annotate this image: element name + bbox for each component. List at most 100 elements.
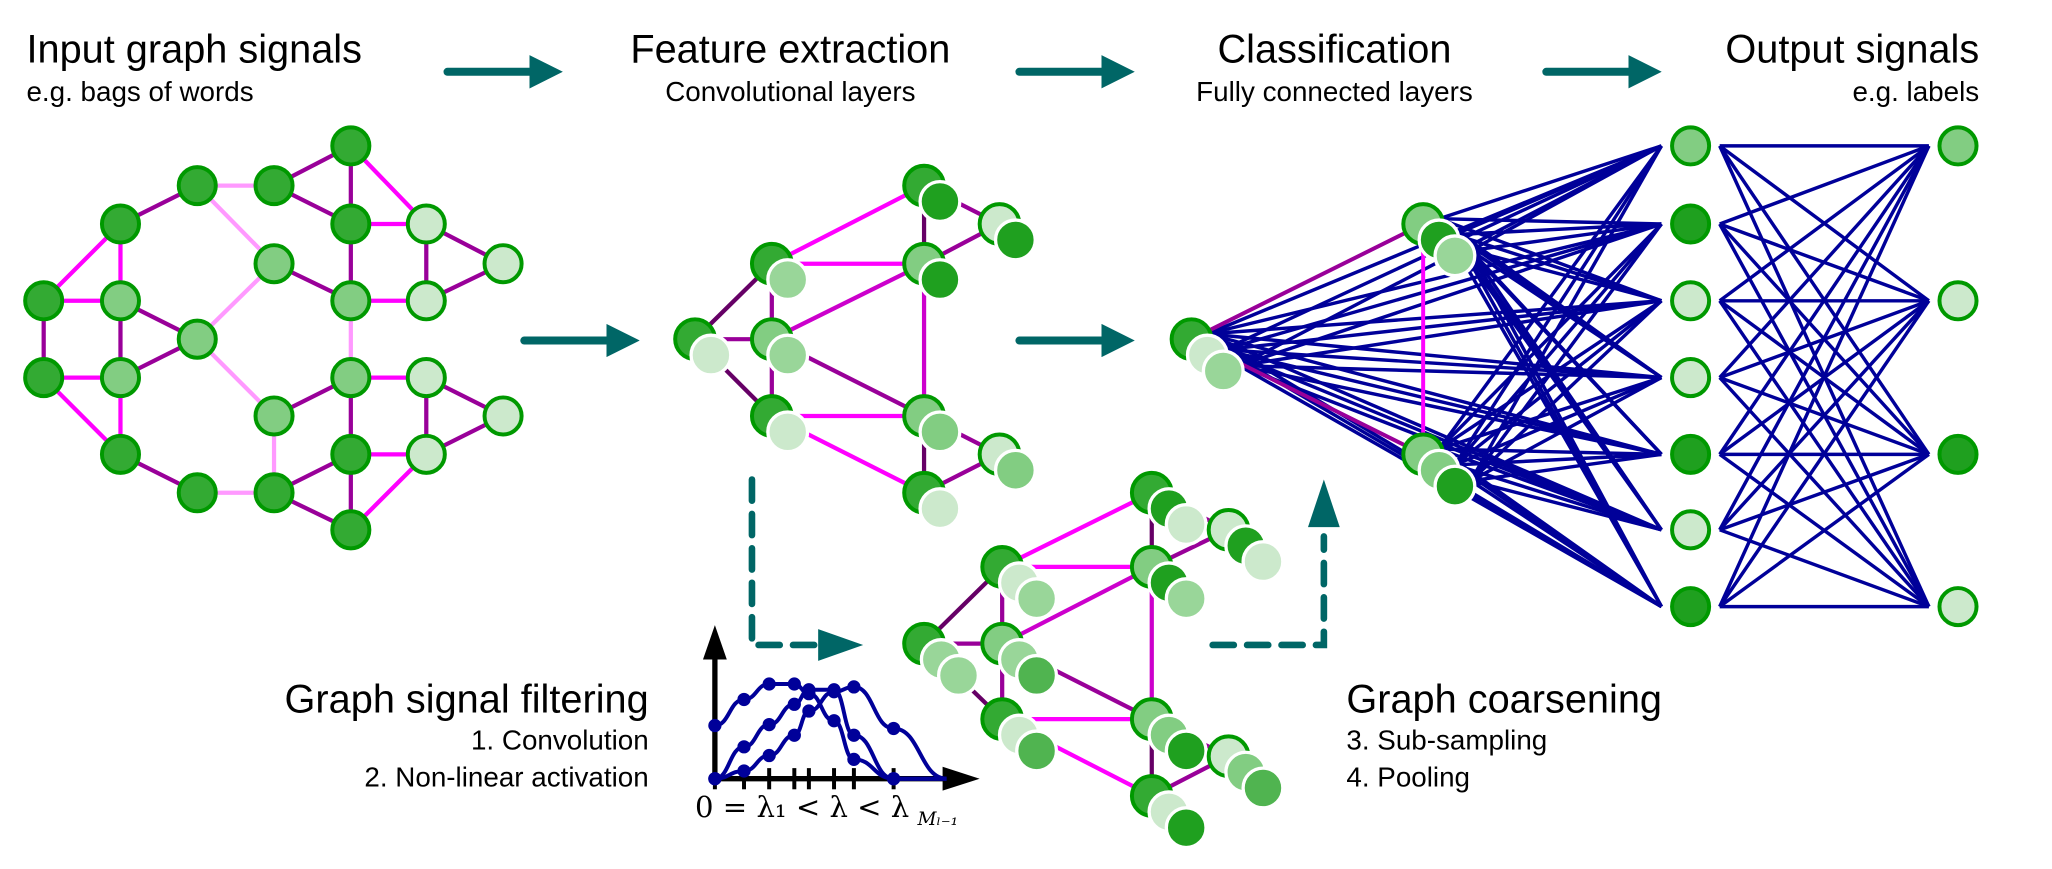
class-graph-edge	[1190, 222, 1425, 341]
input-graph-node	[253, 165, 295, 207]
feature-graph-1-node	[689, 333, 733, 377]
coarsening-caption: Graph coarsening 3. Sub-sampling 4. Pool…	[1346, 678, 1662, 793]
input-graph-node	[405, 433, 447, 475]
header-features-subtitle: Convolutional layers	[665, 76, 915, 107]
input-graph-node	[253, 243, 295, 285]
fc-edge	[1438, 375, 1662, 451]
fc-edge	[1453, 299, 1663, 467]
feature-graph-1-node	[766, 333, 810, 377]
input-graph-node	[405, 357, 447, 399]
feature-graph-2-node	[1241, 766, 1285, 810]
input-graph-node	[23, 357, 65, 399]
feature-graph-2-node	[1015, 653, 1059, 697]
fc-edge	[1718, 145, 1931, 608]
dashed-arrow-coarsen	[1209, 533, 1328, 649]
fc-edge	[1718, 144, 1931, 456]
fc-edge	[1238, 363, 1662, 457]
header-arrows	[443, 55, 1662, 358]
fc-edge	[1454, 232, 1662, 303]
fc-edge	[1437, 144, 1663, 451]
fc-edge	[1718, 452, 1930, 608]
fc-edge	[1239, 363, 1662, 380]
fc-edge	[1223, 348, 1662, 380]
header-input-subtitle: e.g. bags of words	[26, 76, 253, 107]
hidden-node	[1670, 203, 1712, 245]
fc-edge	[1719, 528, 1930, 609]
input-graph-node	[99, 357, 141, 399]
spectral-filter-point	[737, 692, 751, 707]
input-graph-node	[99, 280, 141, 322]
fc-edge	[1454, 222, 1662, 237]
fc-edge	[1453, 222, 1663, 467]
feature-graph-2-node	[1015, 729, 1059, 773]
spectral-filter-point	[847, 728, 861, 742]
fc-edge	[1718, 145, 1931, 531]
feature-graph-conv1	[673, 163, 1037, 531]
hidden-node	[1670, 357, 1712, 399]
spectral-filter-point	[827, 685, 841, 699]
fc-edge	[1206, 222, 1662, 336]
input-graph-node	[330, 280, 372, 322]
fc-edge	[1469, 145, 1663, 482]
spectral-filter-point	[762, 748, 776, 763]
feature-graph-2-node	[1164, 577, 1208, 621]
feature-graph-1-node	[766, 410, 810, 454]
fc-edge	[1469, 479, 1663, 609]
input-graph-node	[405, 203, 447, 245]
arrow-head-icon	[818, 629, 864, 661]
fc-edge	[1469, 144, 1663, 252]
header-output: Output signals e.g. labels	[1725, 27, 1979, 106]
output-node	[1937, 280, 1979, 322]
feature-graph-2-node	[936, 653, 980, 697]
fc-edge	[1718, 144, 1931, 379]
output-node	[1937, 586, 1979, 628]
coarsening-step-1: 3. Sub-sampling	[1346, 725, 1547, 756]
input-graph-node	[99, 433, 141, 475]
feature-graph-1-node	[993, 448, 1037, 492]
fc-edge	[1470, 479, 1662, 532]
dashed-arrows	[748, 476, 1340, 661]
filtering-caption: Graph signal filtering 1. Convolution 2.…	[285, 678, 649, 793]
coarsening-title: Graph coarsening	[1346, 678, 1662, 722]
feature-graph-1-node	[918, 258, 962, 302]
spectral-filter-point	[802, 683, 816, 697]
output-node	[1937, 125, 1979, 167]
spectral-filter-point	[886, 772, 901, 786]
arrow-head-icon	[1307, 479, 1340, 528]
feature-graph-2-edge	[1001, 565, 1153, 646]
input-graph-node	[330, 357, 372, 399]
classification-node	[1433, 234, 1477, 278]
feature-graph-1-node	[993, 218, 1037, 262]
input-graph-node	[330, 125, 372, 167]
input-graph-node	[482, 395, 524, 437]
feature-graph-conv2	[902, 470, 1285, 850]
feature-graph-1-node	[918, 179, 962, 224]
fc-edge	[1719, 144, 1930, 226]
feature-graph-1-node	[918, 410, 962, 454]
spectral-filter-plot: 0 = λ₁ < λ < λ Mₗ₋₁	[695, 625, 980, 830]
feature-graph-2-node	[1164, 503, 1208, 547]
spectral-filter-point	[737, 740, 751, 754]
spectral-filter-point	[762, 677, 776, 691]
header-classification-subtitle: Fully connected layers	[1196, 76, 1473, 107]
header-features-title: Feature extraction	[630, 27, 950, 71]
feature-graph-2-node	[1015, 577, 1059, 621]
hidden-node	[1670, 433, 1712, 475]
hidden-node	[1670, 586, 1712, 628]
hidden-node	[1670, 280, 1712, 322]
fc-edge	[1469, 222, 1663, 482]
filtering-step-1: 1. Convolution	[471, 725, 649, 756]
input-graph-node	[176, 318, 218, 360]
x-axis-arrow-icon	[942, 766, 980, 791]
spectral-filter-point	[847, 752, 861, 766]
hidden-layer	[1670, 125, 1712, 628]
filtering-step-2: 2. Non-linear activation	[364, 762, 648, 793]
fc-edge	[1718, 299, 1931, 531]
fully-connected-edges	[1206, 144, 1931, 609]
classification-input-graph	[1169, 202, 1477, 508]
y-axis-arrow-icon	[702, 625, 727, 660]
input-graph-node	[176, 165, 218, 207]
spectral-filter-point	[708, 772, 722, 786]
classification-node	[1433, 464, 1477, 508]
